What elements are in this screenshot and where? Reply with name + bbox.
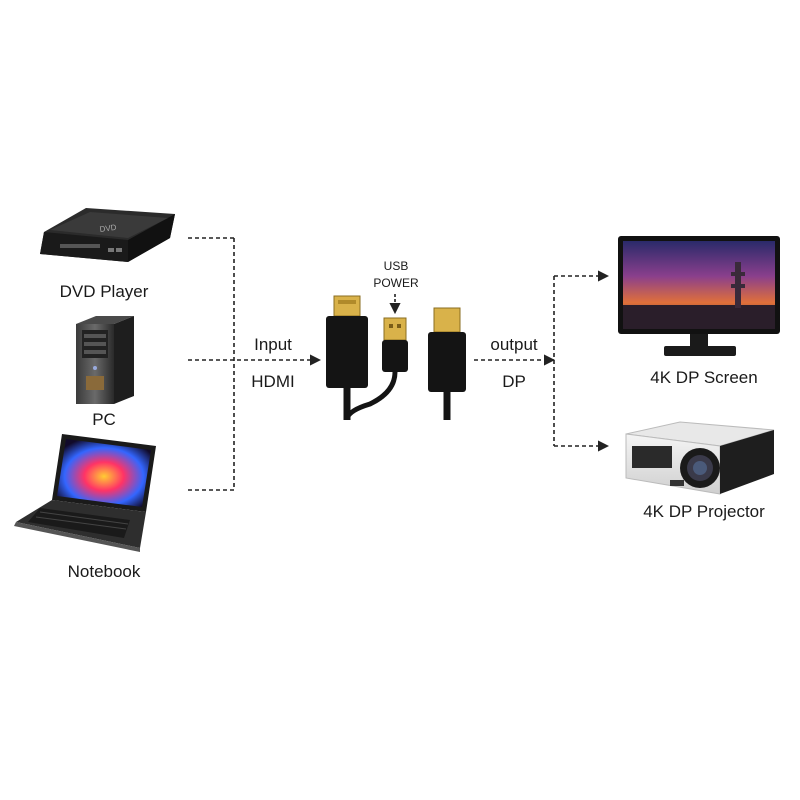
projector-icon: [625, 421, 775, 495]
usb-label-bottom: POWER: [373, 276, 419, 290]
svg-text:DVD: DVD: [99, 223, 117, 234]
source-label-pc: PC: [92, 410, 116, 429]
input-connector-lines: [188, 237, 322, 491]
dvd-player-icon: DVD: [40, 208, 175, 262]
laptop-icon: [14, 434, 156, 552]
output-label-bottom: DP: [502, 372, 526, 391]
source-label-dvd-player: DVD Player: [59, 282, 149, 301]
input-label-bottom: HDMI: [251, 372, 295, 391]
input-label-top: Input: [254, 335, 292, 354]
hdmi-to-dp-cable-icon: [326, 295, 466, 420]
source-label-notebook: Notebook: [67, 562, 141, 581]
output-connector-lines: [474, 270, 610, 452]
monitor-icon: [618, 236, 780, 356]
pc-tower-icon: [76, 316, 134, 404]
usb-label-top: USB: [383, 259, 409, 273]
target-label-screen: 4K DP Screen: [650, 368, 758, 387]
output-label-top: output: [490, 335, 538, 354]
target-label-projector: 4K DP Projector: [643, 502, 765, 521]
